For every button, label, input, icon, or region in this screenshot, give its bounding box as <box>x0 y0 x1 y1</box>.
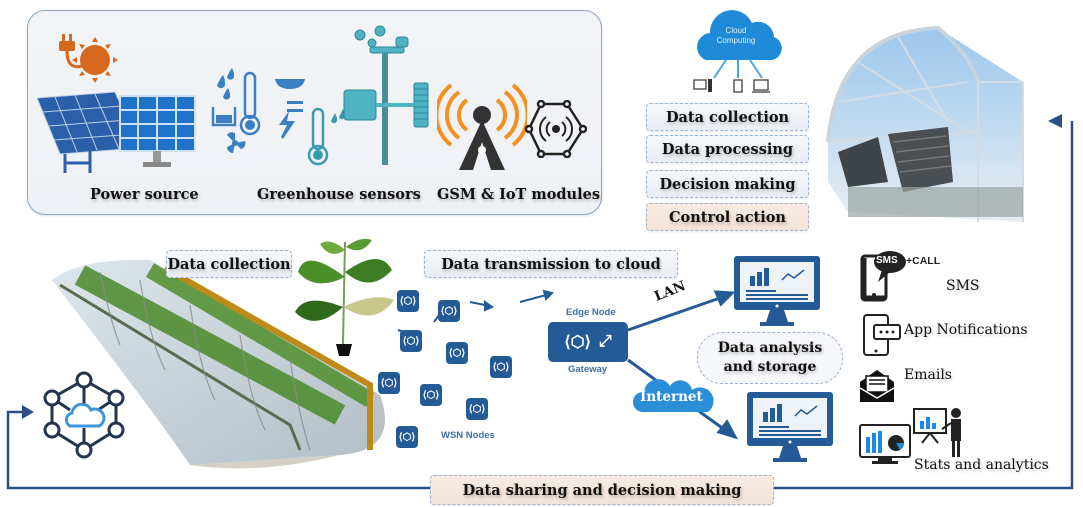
data-analysis-storage-label: Data analysis and storage <box>697 332 843 384</box>
cloud-label-line1: Cloud <box>725 26 747 35</box>
power-source-label: Power source <box>90 186 199 203</box>
monitor-top-icon <box>734 256 820 326</box>
data-analysis-line2: and storage <box>723 359 817 375</box>
data-analysis-line1: Data analysis <box>717 340 823 356</box>
emails-label: Emails <box>904 367 952 383</box>
data-transmission-banner: Data transmission to cloud <box>424 250 678 278</box>
internet-label: Internet <box>640 389 703 405</box>
cloud-label-line2: Computing <box>716 36 756 45</box>
gsm-iot-label: GSM & IoT modules <box>437 186 600 203</box>
internet-cloud-icon <box>632 379 714 412</box>
sms-call-text: +CALL <box>906 255 941 267</box>
wsn-node: ⟨⬡⟩ <box>490 356 512 378</box>
stats-analytics-icon <box>859 408 961 464</box>
hexagon-node-icon: ⟨⬡⟩ <box>564 334 591 351</box>
wsn-node: ⟨⬡⟩ <box>466 398 488 420</box>
stats-analytics-label: Stats and analytics <box>914 457 1049 473</box>
wsn-node: ⟨⬡⟩ <box>446 342 468 364</box>
iot-module-icon <box>525 100 587 158</box>
cloud-computing-label: Cloud Computing <box>716 26 756 46</box>
cloud-computing-icon <box>693 10 782 93</box>
bidirectional-arrow-icon: ⤢ <box>598 333 612 350</box>
solar-power-icon <box>59 34 118 83</box>
edge-node-gateway: ⟨⬡⟩ ⤢ <box>548 322 628 362</box>
gsm-tower-icon <box>437 83 527 170</box>
wsn-nodes-label: WSN Nodes <box>441 430 495 441</box>
network-cloud-icon <box>43 371 125 459</box>
sms-call-icon <box>860 251 906 302</box>
wsn-node: ⟨⬡⟩ <box>400 330 422 352</box>
wsn-node: ⟨⬡⟩ <box>438 300 460 322</box>
greenhouse-sensors-label: Greenhouse sensors <box>257 186 421 203</box>
data-collection-banner: Data collection <box>166 250 292 278</box>
app-notification-icon <box>863 314 901 356</box>
wsn-node: ⟨⬡⟩ <box>420 384 442 406</box>
wsn-node: ⟨⬡⟩ <box>397 290 419 312</box>
greenhouse-image-left <box>52 259 385 469</box>
wsn-node: ⟨⬡⟩ <box>378 372 400 394</box>
app-notifications-label: App Notifications <box>904 322 1028 338</box>
step-data-processing: Data processing <box>646 135 809 163</box>
edge-node-label: Edge Node <box>566 307 616 318</box>
solar-panel-icon <box>36 91 196 173</box>
weather-station-icon <box>343 25 429 165</box>
step-data-collection: Data collection <box>646 103 809 131</box>
greenhouse-image-right <box>826 25 1024 222</box>
step-control-action: Control action <box>646 203 809 231</box>
monitor-bottom-icon <box>747 392 833 462</box>
wsn-node: ⟨⬡⟩ <box>396 426 418 448</box>
data-sharing-banner: Data sharing and decision making <box>430 475 774 505</box>
sensor-icons <box>211 68 346 166</box>
sms-label: SMS <box>946 278 980 294</box>
email-icon <box>859 370 895 402</box>
plant-icon <box>295 238 394 356</box>
gateway-label: Gateway <box>568 364 608 375</box>
sms-badge-text: SMS <box>876 255 898 266</box>
step-decision-making: Decision making <box>646 170 809 198</box>
